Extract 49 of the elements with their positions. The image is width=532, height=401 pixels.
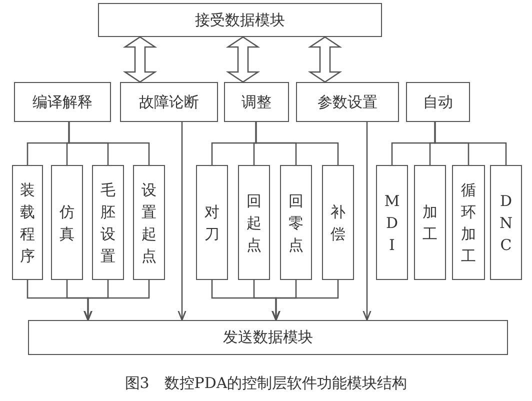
connector-line bbox=[434, 122, 507, 165]
module-label: 加工 bbox=[422, 202, 438, 244]
module-label: 毛胚设置 bbox=[100, 180, 116, 266]
module-label: 故障论断 bbox=[139, 92, 199, 112]
module-box bbox=[452, 165, 485, 280]
module-box bbox=[133, 165, 165, 280]
module-label: 对刀 bbox=[204, 202, 220, 244]
module-label: 回零点 bbox=[288, 190, 304, 256]
double-arrow bbox=[308, 36, 342, 83]
module-label: 装载程序 bbox=[20, 180, 36, 266]
module-label: 接受数据模块 bbox=[195, 10, 285, 30]
module-box bbox=[280, 165, 312, 280]
module-box bbox=[92, 165, 124, 280]
module-box bbox=[224, 82, 289, 122]
module-box bbox=[12, 165, 43, 280]
arrow bbox=[178, 122, 186, 321]
module-label: 设置起点 bbox=[141, 180, 157, 266]
arrow bbox=[362, 122, 372, 321]
module-box bbox=[98, 3, 382, 37]
arrow bbox=[272, 280, 339, 321]
module-label: 回起点 bbox=[246, 190, 262, 256]
connector-line bbox=[68, 122, 150, 165]
arrow bbox=[84, 280, 150, 321]
double-arrow bbox=[226, 36, 260, 83]
module-label: 发送数据模块 bbox=[223, 328, 313, 347]
module-box bbox=[196, 165, 228, 280]
module-box bbox=[28, 320, 508, 355]
module-box bbox=[238, 165, 270, 280]
module-box bbox=[376, 165, 408, 280]
module-box bbox=[414, 165, 446, 280]
module-box bbox=[296, 82, 399, 122]
module-box bbox=[490, 165, 522, 280]
module-label: MDI bbox=[384, 190, 400, 256]
connector-line bbox=[255, 122, 339, 165]
module-label: 仿真 bbox=[59, 202, 75, 244]
module-label: 编译解释 bbox=[32, 92, 92, 112]
module-label: 自动 bbox=[423, 92, 453, 112]
module-box bbox=[322, 165, 354, 280]
module-box bbox=[51, 165, 83, 280]
module-label: DNC bbox=[498, 190, 514, 256]
figure-caption: 图3 数控PDA的控制层软件功能模块结构 bbox=[124, 374, 408, 393]
module-box bbox=[406, 82, 470, 122]
module-label: 调整 bbox=[242, 92, 272, 112]
module-box bbox=[14, 82, 111, 122]
module-label: 循环加工 bbox=[460, 180, 476, 266]
module-box bbox=[120, 82, 218, 122]
double-arrow bbox=[122, 36, 158, 83]
module-label: 补偿 bbox=[330, 202, 346, 244]
module-label: 参数设置 bbox=[318, 92, 378, 112]
